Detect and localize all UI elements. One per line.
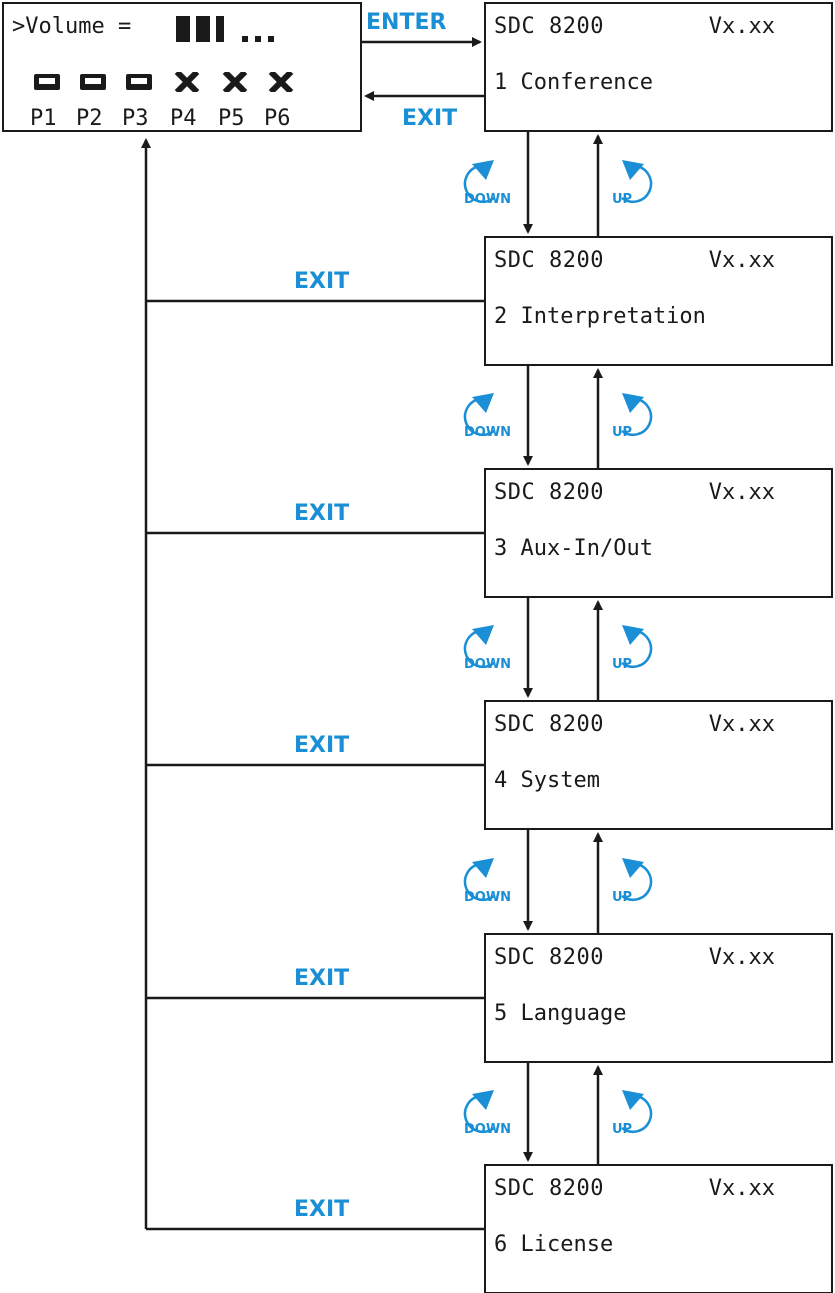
port-connected-icon <box>126 72 152 92</box>
rotate-down-icon: DOWN <box>450 1086 512 1138</box>
rotate-up-icon: UP <box>608 621 670 673</box>
exit-label: EXIT <box>294 501 350 526</box>
volume-segment-empty <box>268 36 274 42</box>
model-name: SDC 8200 <box>494 712 604 737</box>
menu-item-label: 5 Language <box>494 1001 627 1026</box>
volume-segment-filled <box>216 16 224 42</box>
menu-item-label: 1 Conference <box>494 70 653 95</box>
up-label: UP <box>612 425 632 440</box>
rotate-down-icon: DOWN <box>450 389 512 441</box>
menu-screen: SDC 8200 Vx.xx 6 License <box>484 1164 833 1293</box>
volume-segment-filled <box>176 16 190 42</box>
port-disconnected-icon <box>268 72 294 92</box>
menu-item-label: 3 Aux-In/Out <box>494 536 653 561</box>
status-screen: >Volume = P1 P2 P3 P4 P5 P6 <box>2 2 362 132</box>
down-label: DOWN <box>464 425 511 440</box>
port-label: P2 <box>76 106 103 131</box>
volume-segment-empty <box>242 36 248 42</box>
firmware-version: Vx.xx <box>708 14 775 39</box>
firmware-version: Vx.xx <box>708 248 775 273</box>
enter-label: ENTER <box>366 10 447 35</box>
menu-item-label: 2 Interpretation <box>494 304 706 329</box>
volume-segment-filled <box>196 16 210 42</box>
volume-label: >Volume = <box>12 14 132 39</box>
port-disconnected-icon <box>222 72 248 92</box>
up-label: UP <box>612 657 632 672</box>
exit-label: EXIT <box>294 269 350 294</box>
exit-label: EXIT <box>402 106 458 131</box>
volume-segment-empty <box>255 36 261 42</box>
port-connected-icon <box>34 72 60 92</box>
rotate-up-icon: UP <box>608 156 670 208</box>
menu-screen: SDC 8200 Vx.xx 1 Conference <box>484 2 833 132</box>
firmware-version: Vx.xx <box>708 712 775 737</box>
firmware-version: Vx.xx <box>708 1176 775 1201</box>
firmware-version: Vx.xx <box>708 480 775 505</box>
menu-screen: SDC 8200 Vx.xx 4 System <box>484 700 833 830</box>
menu-item-label: 6 License <box>494 1232 614 1257</box>
model-name: SDC 8200 <box>494 14 604 39</box>
port-disconnected-icon <box>174 72 200 92</box>
model-name: SDC 8200 <box>494 1176 604 1201</box>
down-label: DOWN <box>464 192 511 207</box>
rotate-up-icon: UP <box>608 854 670 906</box>
rotate-up-icon: UP <box>608 389 670 441</box>
port-label: P5 <box>218 106 245 131</box>
exit-branches <box>146 299 484 1231</box>
menu-screen: SDC 8200 Vx.xx 2 Interpretation <box>484 236 833 366</box>
nav-arrows <box>523 132 603 1164</box>
down-label: DOWN <box>464 890 511 905</box>
rotate-down-icon: DOWN <box>450 621 512 673</box>
rotate-down-icon: DOWN <box>450 156 512 208</box>
port-label: P1 <box>30 106 57 131</box>
port-connected-icon <box>80 72 106 92</box>
model-name: SDC 8200 <box>494 480 604 505</box>
exit-label: EXIT <box>294 733 350 758</box>
menu-screen: SDC 8200 Vx.xx 5 Language <box>484 933 833 1063</box>
exit-label: EXIT <box>294 1197 350 1222</box>
port-label: P4 <box>170 106 197 131</box>
up-label: UP <box>612 1122 632 1137</box>
model-name: SDC 8200 <box>494 248 604 273</box>
volume-level-bar <box>176 16 286 42</box>
menu-screen: SDC 8200 Vx.xx 3 Aux-In/Out <box>484 468 833 598</box>
firmware-version: Vx.xx <box>708 945 775 970</box>
down-label: DOWN <box>464 1122 511 1137</box>
rotate-up-icon: UP <box>608 1086 670 1138</box>
up-label: UP <box>612 890 632 905</box>
exit-label: EXIT <box>294 966 350 991</box>
model-name: SDC 8200 <box>494 945 604 970</box>
up-label: UP <box>612 192 632 207</box>
port-label: P3 <box>122 106 149 131</box>
port-label: P6 <box>264 106 291 131</box>
rotate-down-icon: DOWN <box>450 854 512 906</box>
down-label: DOWN <box>464 657 511 672</box>
menu-item-label: 4 System <box>494 768 600 793</box>
